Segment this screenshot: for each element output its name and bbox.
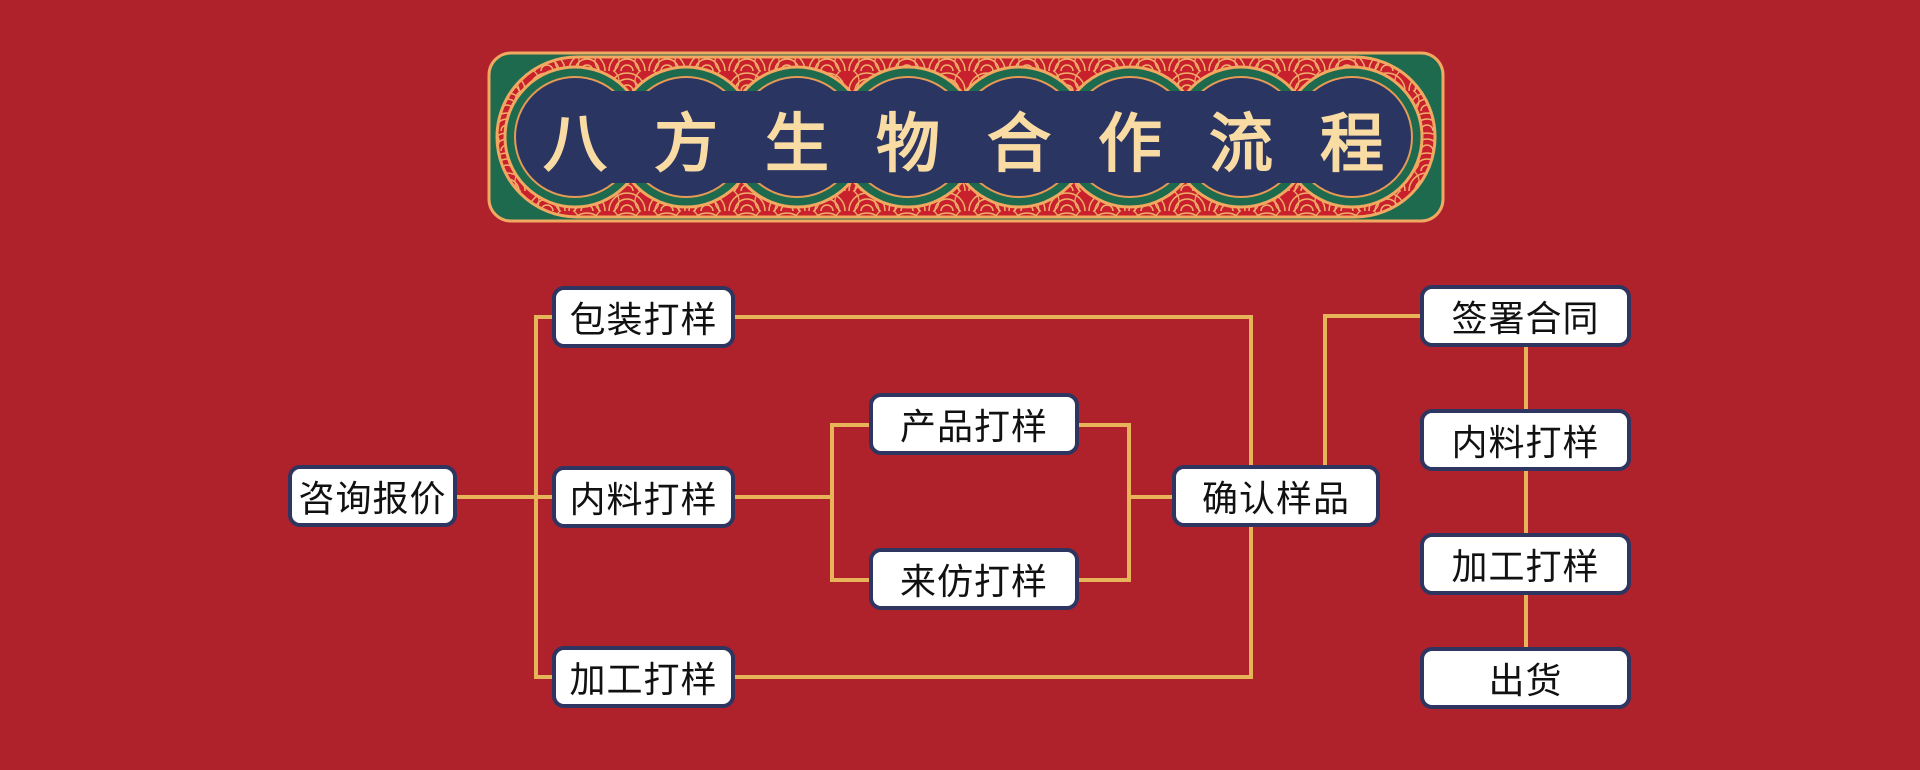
title-char: 方 bbox=[654, 107, 718, 182]
title-char: 物 bbox=[876, 107, 940, 182]
connector-confirm-contract bbox=[1323, 314, 1420, 465]
title-char: 流 bbox=[1209, 107, 1273, 182]
banner-band bbox=[575, 91, 1352, 183]
title-char: 合 bbox=[987, 107, 1051, 182]
connector-mid-trunk bbox=[830, 423, 869, 582]
node-shipment: 出货 bbox=[1420, 647, 1631, 709]
connector-packaging-confirm bbox=[735, 315, 1253, 465]
node-sign-contract: 签署合同 bbox=[1420, 285, 1631, 347]
node-material-sample-2: 内料打样 bbox=[1420, 409, 1631, 471]
node-product-sample: 产品打样 bbox=[869, 393, 1079, 455]
node-processing-sample-2: 加工打样 bbox=[1420, 533, 1631, 595]
node-consult: 咨询报价 bbox=[288, 465, 457, 527]
connector-processing-confirm bbox=[735, 527, 1253, 679]
node-material-sample: 内料打样 bbox=[552, 466, 735, 528]
title-char: 八 bbox=[543, 107, 607, 182]
node-confirm-sample: 确认样品 bbox=[1172, 465, 1380, 527]
node-imitation-sample: 来仿打样 bbox=[869, 548, 1079, 610]
title-char: 程 bbox=[1320, 107, 1384, 182]
connector-merge bbox=[1079, 423, 1131, 582]
node-packaging-sample: 包装打样 bbox=[552, 286, 735, 348]
title-banner bbox=[487, 51, 1445, 223]
node-processing-sample: 加工打样 bbox=[552, 646, 735, 708]
title-char: 生 bbox=[765, 107, 829, 182]
title-char: 作 bbox=[1098, 107, 1162, 182]
